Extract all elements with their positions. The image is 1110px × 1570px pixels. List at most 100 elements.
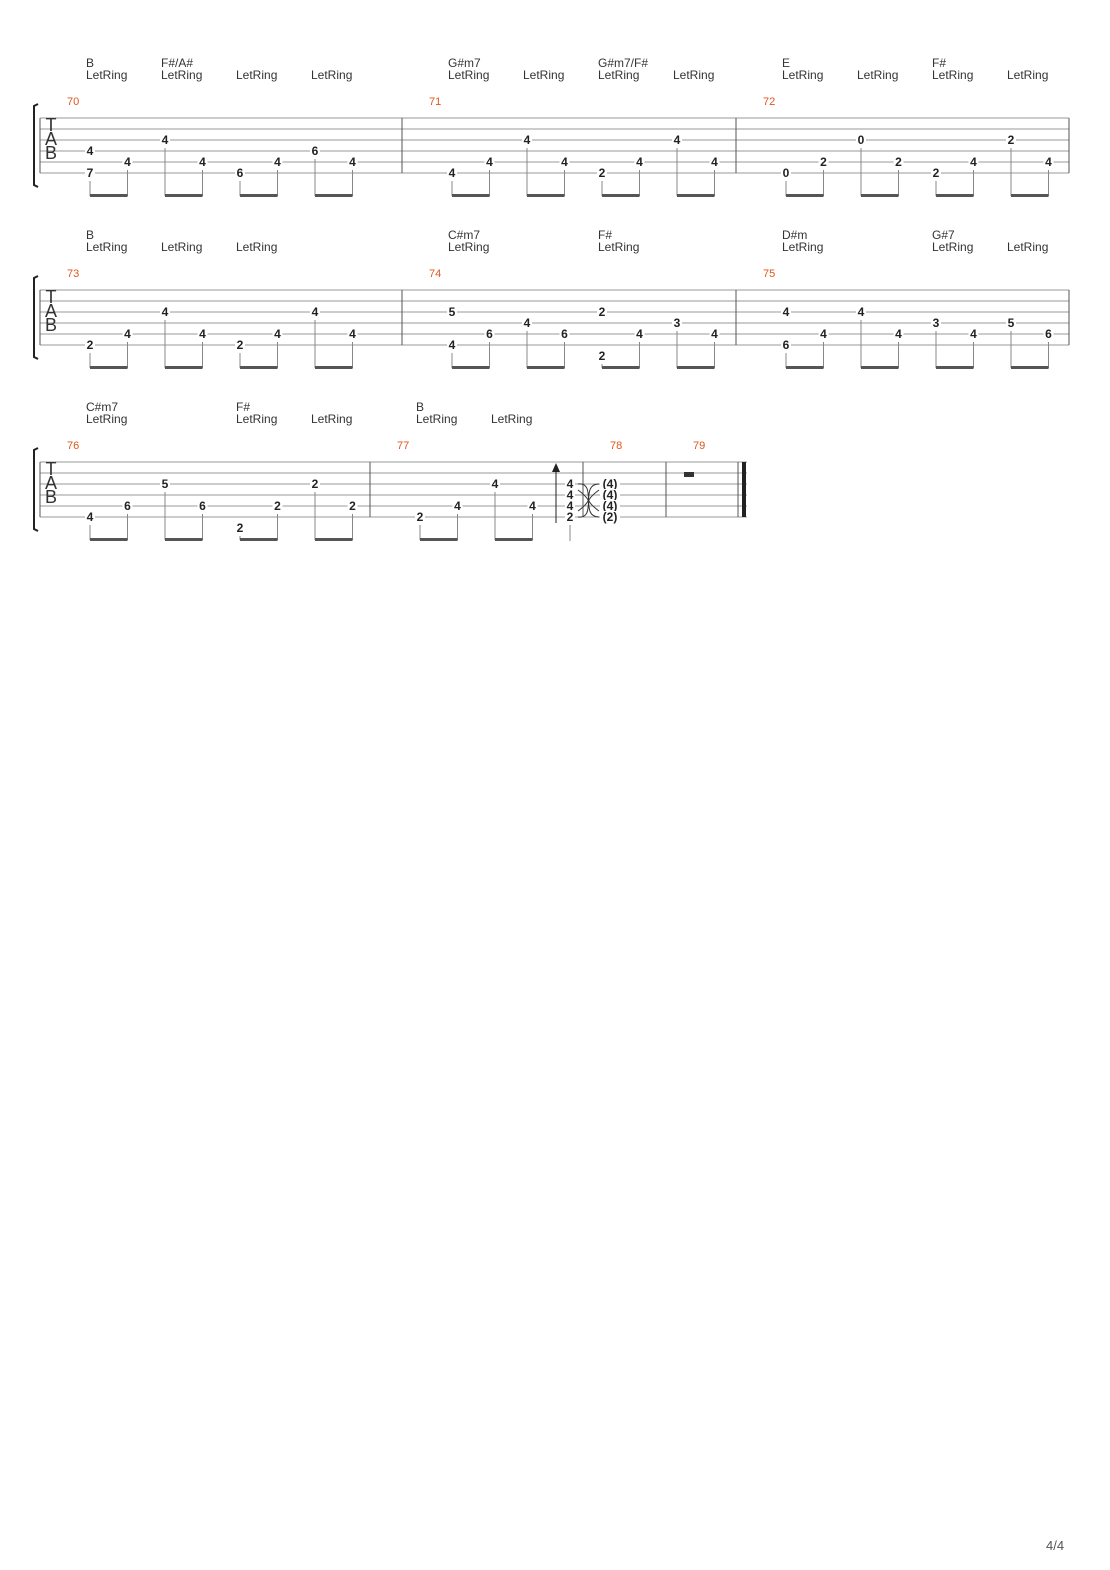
beam xyxy=(165,194,203,197)
fret-number: 2 xyxy=(1008,133,1015,147)
beam xyxy=(452,366,490,369)
beam xyxy=(1011,366,1049,369)
fret-bg xyxy=(893,156,904,168)
fret-bg xyxy=(781,306,791,318)
fret-bg xyxy=(122,156,133,168)
fret-number: 4 xyxy=(274,327,281,341)
let-ring-label: LetRing xyxy=(161,68,202,82)
let-ring-label: LetRing xyxy=(1007,240,1048,254)
fret-bg xyxy=(634,328,645,340)
beam xyxy=(936,366,974,369)
fret-bg xyxy=(968,328,979,340)
beam xyxy=(861,366,899,369)
let-ring-label: LetRing xyxy=(1007,68,1048,82)
fret-bg xyxy=(1043,328,1054,340)
fret-bg xyxy=(85,511,95,523)
fret-number: 2 xyxy=(237,338,244,352)
fret-number: 2 xyxy=(820,155,827,169)
fret-number: 4 xyxy=(895,327,902,341)
let-ring-label: LetRing xyxy=(236,412,277,426)
let-ring-label: LetRing xyxy=(673,68,714,82)
fret-number: 0 xyxy=(858,133,865,147)
beam xyxy=(786,194,824,197)
beam xyxy=(602,194,640,197)
fret-bg xyxy=(600,511,620,523)
tab-clef-letter: A xyxy=(45,129,57,149)
fret-bg xyxy=(522,134,532,146)
fret-bg xyxy=(85,167,95,179)
fret-bg xyxy=(600,478,620,490)
fret-number: 2 xyxy=(417,510,424,524)
fret-number: 2 xyxy=(567,510,574,524)
fret-number: 6 xyxy=(486,327,493,341)
beam xyxy=(786,366,824,369)
fret-bg xyxy=(310,145,320,157)
fret-number: 5 xyxy=(162,477,169,491)
fret-number: 6 xyxy=(783,338,790,352)
fret-bg xyxy=(447,339,457,351)
fret-bg xyxy=(160,134,170,146)
fret-number: 2 xyxy=(599,305,606,319)
fret-number: 4 xyxy=(674,133,681,147)
tied-fret-number: (4) xyxy=(603,477,618,491)
system-bracket xyxy=(33,275,39,360)
fret-number: 2 xyxy=(274,499,281,513)
beam xyxy=(90,194,128,197)
page-number: 4/4 xyxy=(1046,1538,1065,1553)
chord-name: F# xyxy=(932,56,946,70)
fret-bg xyxy=(197,328,208,340)
let-ring-label: LetRing xyxy=(416,412,457,426)
fret-number: 4 xyxy=(449,338,456,352)
fret-number: 4 xyxy=(486,155,493,169)
beam xyxy=(240,194,278,197)
system-bracket xyxy=(33,447,39,532)
tab-clef-letter: T xyxy=(46,115,57,135)
strum-up-arrow xyxy=(552,463,560,472)
let-ring-label: LetRing xyxy=(932,68,973,82)
beam xyxy=(240,538,278,541)
fret-bg xyxy=(600,489,620,501)
fret-number: 4 xyxy=(349,327,356,341)
fret-number: 2 xyxy=(933,166,940,180)
beam xyxy=(861,194,899,197)
fret-number: 5 xyxy=(449,305,456,319)
fret-bg xyxy=(559,328,570,340)
chord-name: F# xyxy=(236,400,250,414)
measure-number: 73 xyxy=(67,268,79,280)
fret-bg xyxy=(122,328,133,340)
fret-number: 4 xyxy=(567,477,574,491)
fret-number: 4 xyxy=(567,488,574,502)
fret-number: 7 xyxy=(87,166,94,180)
fret-bg xyxy=(272,328,283,340)
fret-bg xyxy=(597,167,607,179)
fret-bg xyxy=(490,478,500,490)
let-ring-label: LetRing xyxy=(86,240,127,254)
beam xyxy=(90,538,128,541)
final-barline xyxy=(742,462,746,517)
fret-number: 6 xyxy=(1045,327,1052,341)
fret-number: 4 xyxy=(561,155,568,169)
fret-number: 4 xyxy=(636,155,643,169)
chord-name: G#m7/F# xyxy=(598,56,648,70)
fret-number: 4 xyxy=(636,327,643,341)
fret-number: 4 xyxy=(349,155,356,169)
let-ring-label: LetRing xyxy=(448,240,489,254)
fret-bg xyxy=(856,134,866,146)
fret-bg xyxy=(484,156,495,168)
chord-name: C#m7 xyxy=(86,400,118,414)
chord-name: D#m xyxy=(782,228,807,242)
fret-bg xyxy=(527,500,538,512)
fret-bg xyxy=(1043,156,1054,168)
measure-number: 77 xyxy=(397,440,409,452)
let-ring-label: LetRing xyxy=(523,68,564,82)
let-ring-label: LetRing xyxy=(782,68,823,82)
measure-number: 74 xyxy=(429,268,441,280)
beam xyxy=(315,194,353,197)
beam xyxy=(495,538,533,541)
fret-number: 4 xyxy=(199,327,206,341)
fret-bg xyxy=(197,500,208,512)
fret-bg xyxy=(672,317,682,329)
fret-number: 4 xyxy=(783,305,790,319)
fret-bg xyxy=(235,339,245,351)
